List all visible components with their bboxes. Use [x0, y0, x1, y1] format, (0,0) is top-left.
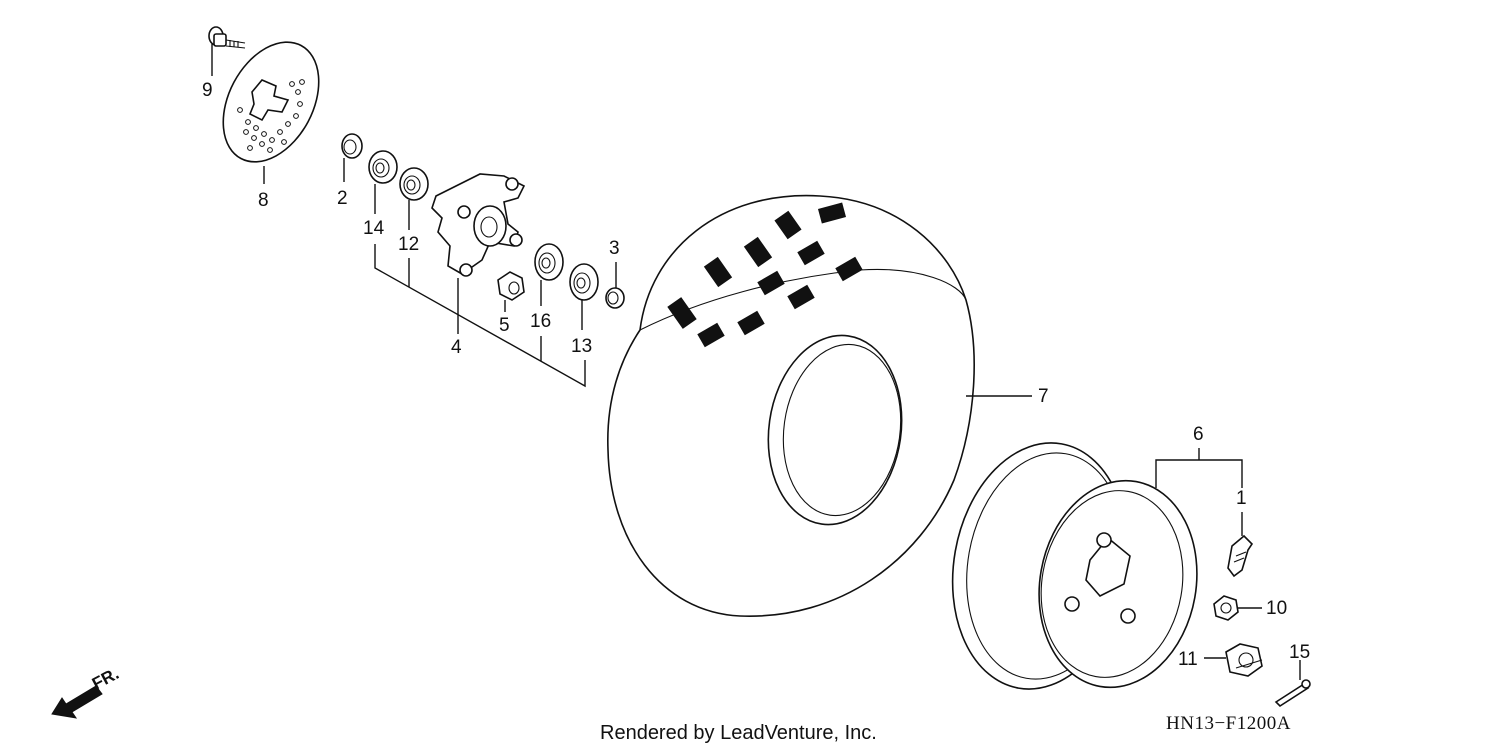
callout-5: 5 [499, 315, 510, 336]
part-spacer[interactable] [497, 271, 525, 312]
part-valve-stem[interactable] [1227, 512, 1254, 578]
part-bearing-12[interactable] [399, 167, 429, 230]
part-wheel-rim[interactable] [934, 429, 1243, 703]
part-hub[interactable] [431, 173, 526, 334]
part-tire[interactable] [607, 194, 1032, 617]
diagram-code: HN13−F1200A [1166, 713, 1291, 734]
callout-12: 12 [398, 234, 419, 255]
front-direction-marker: FR. [51, 664, 122, 719]
callout-6: 6 [1193, 424, 1204, 445]
callout-2: 2 [337, 188, 348, 209]
footer-credit: Rendered by LeadVenture, Inc. [600, 722, 877, 744]
part-brake-disc[interactable] [204, 26, 338, 184]
callout-8: 8 [258, 190, 269, 211]
part-bearing-13[interactable] [569, 263, 599, 330]
callout-10: 10 [1266, 598, 1287, 619]
callout-4: 4 [451, 337, 462, 358]
callout-15: 15 [1289, 642, 1310, 663]
part-bearing-16[interactable] [534, 243, 564, 306]
callout-16: 16 [530, 311, 551, 332]
callout-1: 1 [1236, 488, 1247, 509]
callout-7: 7 [1038, 386, 1049, 407]
callout-11: 11 [1178, 649, 1198, 670]
part-lug-nut[interactable] [1213, 595, 1262, 621]
part-bolt[interactable] [208, 26, 246, 76]
part-cotter-pin[interactable] [1274, 660, 1311, 708]
part-collar[interactable] [341, 133, 363, 182]
part-castle-nut[interactable] [1204, 643, 1263, 677]
part-collar-small[interactable] [605, 262, 625, 309]
bearing-set-bracket [374, 244, 586, 388]
callout-13: 13 [571, 336, 592, 357]
arrow-icon [51, 685, 103, 719]
callout-14: 14 [363, 218, 385, 239]
callout-9: 9 [202, 80, 213, 101]
callout-3: 3 [609, 238, 620, 259]
part-bearing-14[interactable] [368, 150, 398, 214]
